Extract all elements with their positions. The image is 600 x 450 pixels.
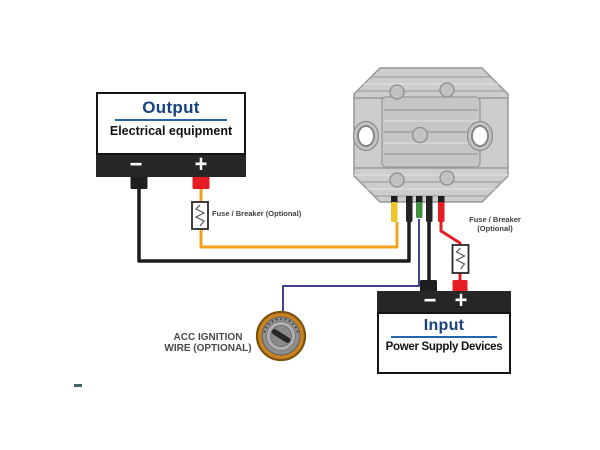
converter-fins [354, 76, 508, 197]
sleeve-yellow [391, 202, 398, 222]
fuse-right-label-line2: (Optional) [477, 224, 513, 233]
ignition-key-switch-icon [255, 310, 307, 362]
mount-hole-left [357, 125, 375, 147]
ignition-ring-marks [263, 318, 299, 333]
acc-ignition-label-line2: WIRE (OPTIONAL) [164, 343, 252, 354]
fuse-right-label: Fuse / Breaker (Optional) [462, 215, 528, 233]
sleeve-black-2 [426, 202, 433, 222]
acc-ignition-label: ACC IGNITION WIRE (OPTIONAL) [157, 332, 259, 354]
converter-screws [389, 82, 455, 188]
input-title-underline [391, 336, 497, 338]
mount-hole-right [471, 125, 489, 147]
fuse-left-symbol [191, 201, 209, 230]
converter-mount-holes [352, 120, 494, 152]
converter-plate-grooves [384, 109, 478, 155]
input-minus-sign: − [423, 287, 437, 314]
output-box: Output Electrical equipment − + [96, 92, 246, 177]
sleeve-red [438, 202, 445, 222]
fuse-zigzag-icon [455, 247, 466, 270]
fuse-right-symbol [451, 244, 470, 274]
keyhole-slot [271, 329, 291, 343]
converter-wire-stubs [391, 196, 445, 222]
acc-ignition-label-line1: ACC IGNITION [173, 332, 243, 343]
input-plus-sign: + [454, 287, 468, 314]
output-subtitle: Electrical equipment [109, 124, 233, 138]
output-negative-wire [137, 184, 411, 263]
terminals [130, 176, 468, 293]
input-positive-terminal [452, 280, 468, 293]
output-positive-terminal [192, 176, 210, 189]
input-box: − + Input Power Supply Devices [377, 287, 511, 374]
input-box-body: Input Power Supply Devices [377, 312, 511, 374]
sleeve-green [416, 202, 423, 218]
artifact-mark [74, 384, 82, 387]
input-negative-terminal [420, 280, 437, 293]
output-box-body: Output Electrical equipment [96, 92, 246, 155]
input-title: Input [423, 317, 465, 334]
output-plus-sign: + [194, 152, 208, 179]
fuse-left-label: Fuse / Breaker (Optional) [212, 209, 302, 218]
output-minus-sign: − [129, 152, 143, 179]
output-title-underline [115, 119, 227, 121]
output-negative-terminal [130, 176, 148, 189]
input-terminal-bar: − + [377, 287, 511, 314]
fuse-zigzag-icon [194, 204, 206, 227]
input-subtitle: Power Supply Devices [385, 341, 503, 353]
output-terminal-bar: − + [96, 152, 246, 179]
fuse-right-label-line1: Fuse / Breaker [469, 215, 521, 224]
output-title: Output [142, 98, 200, 117]
sleeve-black-1 [406, 202, 413, 222]
acc-ignition-wire [282, 219, 420, 314]
dc-converter-unit [352, 67, 509, 222]
